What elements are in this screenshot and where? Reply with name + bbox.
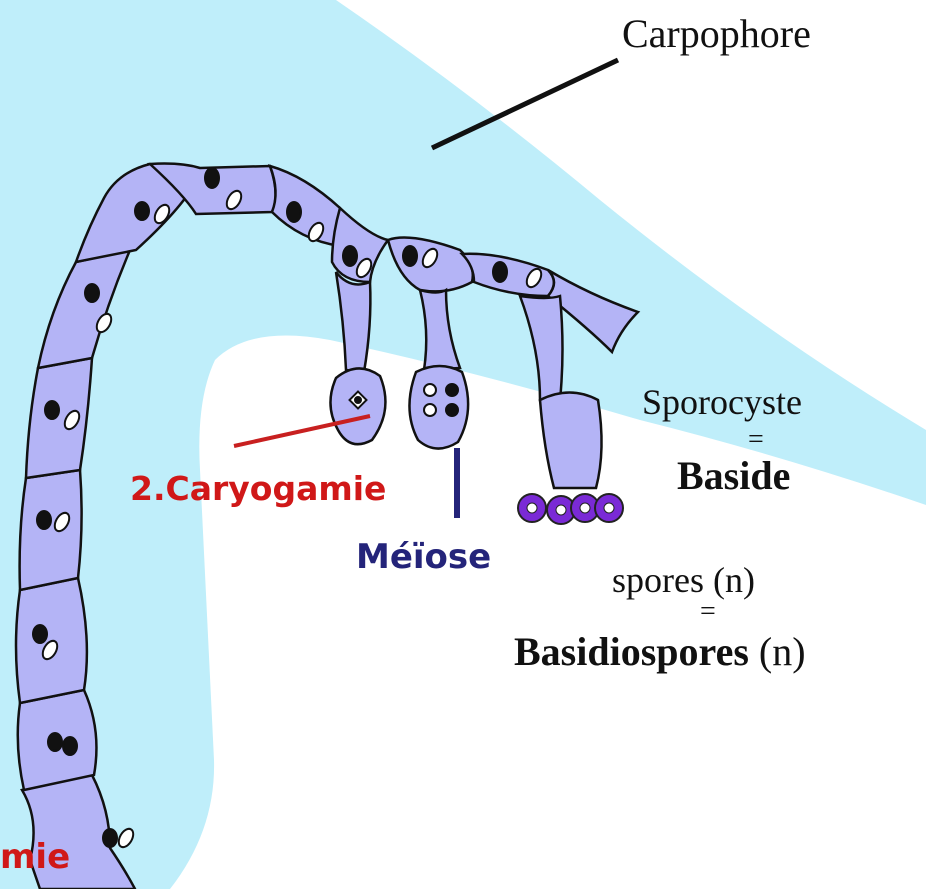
nucleus-dark [446,404,458,416]
baside-label: Baside [677,456,790,496]
nucleus-dark [287,202,301,222]
nucleus-dark [45,401,59,419]
nucleus-dark [48,733,62,751]
nucleus-dark [63,737,77,755]
caryogamie-label: 2.Caryogamie [130,472,386,505]
basidium-cell [540,393,602,489]
nucleus-dark [403,246,417,266]
sporocyste-label: Sporocyste [642,384,802,420]
nucleus-dark [103,829,117,847]
partial-label-left: mie [0,840,70,874]
basidiospores-word: Basidiospores [514,629,749,674]
equals-sign: = [700,598,716,626]
spores-label: spores (n) [612,562,755,598]
basidiospores-label: Basidiospores (n) [514,632,806,672]
nucleus-dark [37,511,51,529]
nucleus-dark [33,625,47,643]
nucleus-dark [343,246,357,266]
nucleus-light [424,404,436,416]
meiose-label: Méïose [356,540,491,574]
nucleus-dark [205,168,219,188]
hypha-cell [20,470,82,590]
carpophore-label: Carpophore [622,14,811,54]
nucleus-dark [446,384,458,396]
nucleus-dark [493,262,507,282]
basidium-cell [409,366,468,449]
nucleus-dot [355,397,361,403]
basidiospores-suffix: (n) [749,629,806,674]
nucleus-dark [85,284,99,302]
nucleus-dark [135,202,149,220]
equals-sign: = [748,426,764,454]
nucleus-light [424,384,436,396]
hypha-cell [26,358,92,478]
